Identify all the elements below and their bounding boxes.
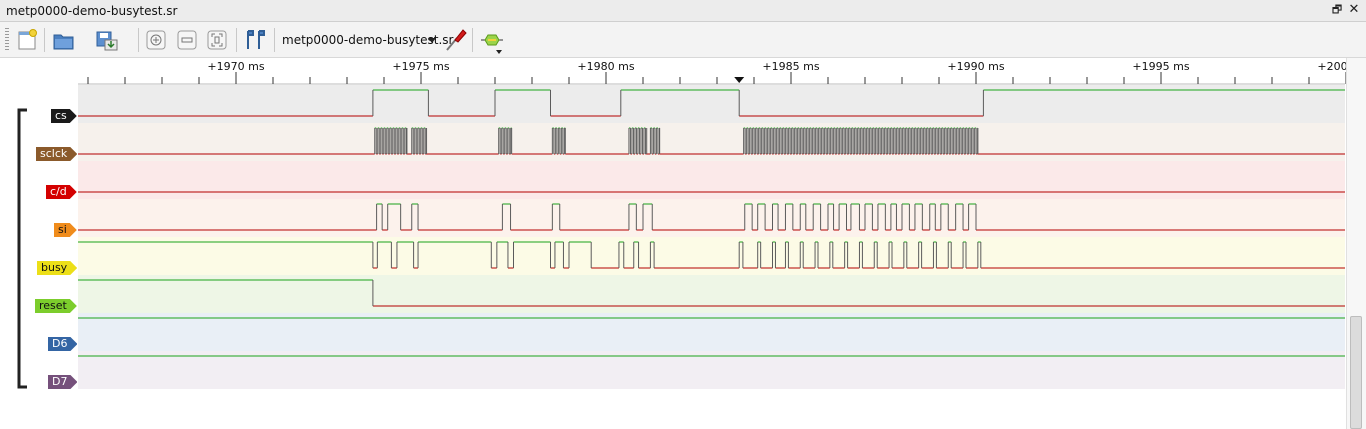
time-ruler[interactable]: +1970 ms +1975 ms +1980 ms +1985 ms +1990 ms… [0, 58, 1346, 85]
window-title: metp0000-demo-busytest.sr [6, 4, 178, 18]
add-decoder-icon[interactable] [479, 27, 505, 53]
channel-label-sclck[interactable]: sclck [36, 147, 77, 161]
channel-row-background [78, 161, 1345, 199]
save-icon[interactable] [94, 27, 120, 53]
ruler-label: +2000 ms [1317, 60, 1346, 73]
zoom-in-icon[interactable] [145, 27, 167, 53]
channel-label-reset[interactable]: reset [35, 299, 77, 313]
ruler-label: +1980 ms [577, 60, 634, 73]
zoom-fit-icon[interactable] [206, 27, 228, 53]
channel-row-background [78, 237, 1345, 275]
session-dropdown-icon[interactable] [428, 38, 436, 43]
toolbar-separator [472, 28, 473, 52]
ruler-label: +1990 ms [947, 60, 1004, 73]
session-selector[interactable]: metp0000-demo-busytest.sr [282, 33, 454, 47]
toolbar-separator [44, 28, 45, 52]
channel-label-cs[interactable]: cs [51, 109, 77, 123]
toolbar-separator [236, 28, 237, 52]
decoder-dropdown-icon[interactable] [496, 50, 502, 54]
toolbar-grip-icon[interactable] [5, 28, 9, 52]
channel-row-background [78, 123, 1345, 161]
close-icon[interactable]: ✕ [1348, 2, 1360, 17]
signal-traces [17, 85, 1345, 389]
channel-label-D7[interactable]: D7 [48, 375, 77, 389]
channel-row-background [78, 313, 1345, 351]
main-toolbar: metp0000-demo-busytest.sr [0, 22, 1366, 66]
new-session-icon[interactable] [16, 27, 38, 53]
vertical-scrollbar[interactable] [1346, 58, 1366, 429]
scrollbar-thumb[interactable] [1350, 316, 1362, 429]
ruler-label: +1975 ms [392, 60, 449, 73]
ruler-label: +1970 ms [207, 60, 264, 73]
toolbar-separator [138, 28, 139, 52]
channel-label-busy[interactable]: busy [37, 261, 77, 275]
ruler-cursor-marker[interactable] [734, 77, 745, 83]
open-folder-icon[interactable] [52, 27, 76, 53]
channel-label-cd[interactable]: c/d [46, 185, 77, 199]
channel-row-background [78, 199, 1345, 237]
channel-row-background [78, 351, 1345, 389]
probe-config-icon[interactable] [443, 27, 467, 53]
channel-group-bracket[interactable] [17, 108, 27, 389]
channel-row-background [78, 275, 1345, 313]
zoom-out-icon[interactable] [176, 27, 198, 53]
channel-label-D6[interactable]: D6 [48, 337, 77, 351]
ruler-label: +1985 ms [762, 60, 819, 73]
trace-view[interactable]: +1970 ms +1975 ms +1980 ms +1985 ms +1990 ms… [0, 58, 1366, 429]
toolbar-separator [274, 28, 275, 52]
restore-icon[interactable]: 🗗 [1331, 3, 1343, 16]
channel-label-si[interactable]: si [54, 223, 77, 237]
show-cursors-icon[interactable] [243, 27, 267, 53]
channel-row-background [78, 85, 1345, 123]
window-titlebar: metp0000-demo-busytest.sr 🗗 ✕ [0, 0, 1366, 22]
ruler-label: +1995 ms [1132, 60, 1189, 73]
